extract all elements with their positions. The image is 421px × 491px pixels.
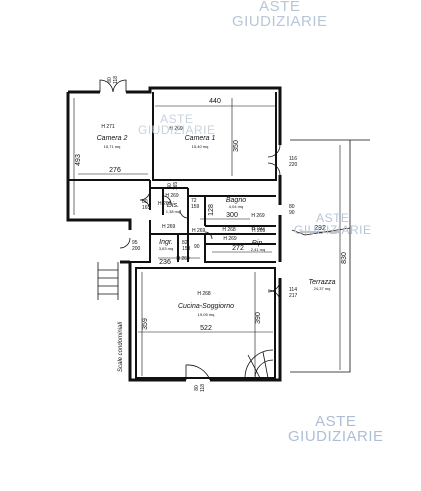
watermark-line1: ASTE xyxy=(259,0,301,15)
cucina-area: 19,05 mq xyxy=(198,312,215,317)
camera2-name: Camera 2 xyxy=(97,135,128,142)
dim-90: 90 xyxy=(194,244,200,250)
h269b-label: H 269 xyxy=(162,224,176,230)
dim-90-right: 90 xyxy=(289,210,295,216)
ingr-height: H 269 xyxy=(176,256,190,262)
dim-522: 522 xyxy=(200,325,212,332)
outer-wall xyxy=(66,86,282,382)
camera2-height: H 271 xyxy=(101,124,115,130)
dim-95: 95 xyxy=(132,240,138,246)
dim-200: 200 xyxy=(132,246,141,252)
dimension-lines xyxy=(73,98,341,376)
dim-300: 300 xyxy=(226,212,238,219)
dim-276: 276 xyxy=(109,167,121,174)
terrazza-area: 24,37 mq xyxy=(314,286,331,291)
door-swings xyxy=(99,79,281,381)
dim-80-a: 80 xyxy=(142,199,148,205)
dim-118-top: 118 xyxy=(113,76,119,84)
dim-390: 390 xyxy=(255,312,262,324)
watermark-mid-line1: ASTE xyxy=(316,211,350,225)
bagno-name: Bagno xyxy=(226,197,246,204)
dis-name: Dis. xyxy=(167,202,179,209)
dim-493: 493 xyxy=(75,154,82,166)
dim-118-bottom: 118 xyxy=(200,384,206,392)
h192-label: H 192 xyxy=(251,226,265,232)
watermark-room: ASTE GIUDIZIARIE xyxy=(138,112,216,137)
dis-area: 1,38 mq xyxy=(166,209,180,214)
stair-treads xyxy=(97,262,274,379)
dim-80-bottom: 80 xyxy=(194,385,200,391)
dim-114: 114 xyxy=(289,287,297,293)
dis-height: H 269 xyxy=(165,193,179,199)
dim-217: 217 xyxy=(289,293,298,299)
bagno-area: 4,04 mq xyxy=(229,204,243,209)
h268-label: H 268 xyxy=(222,227,236,233)
watermark-mid-line2: GIUDIZIARIE xyxy=(294,223,372,237)
dim-830: 830 xyxy=(341,252,348,264)
rip-name: Rip. xyxy=(252,240,265,247)
cucina-height: H 268 xyxy=(197,291,211,297)
watermark-middle: ASTE GIUDIZIARIE xyxy=(294,212,372,236)
dim-80-top: 80 xyxy=(107,77,113,83)
watermark-room-line1: ASTE xyxy=(160,112,194,126)
watermark-bot-line1: ASTE xyxy=(315,413,357,430)
h269c-label: H 269 xyxy=(252,228,266,234)
camera1-area: 15,40 mq xyxy=(192,144,209,149)
watermark-bottom: ASTE GIUDIZIARIE xyxy=(288,413,384,445)
dim-116: 116 xyxy=(289,156,297,162)
watermark-top: ASTE GIUDIZIARIE xyxy=(232,0,328,29)
cucina-name: Cucina-Soggiorno xyxy=(178,303,234,310)
dim-72: 72 xyxy=(191,198,197,204)
watermark-bot-line2: GIUDIZIARIE xyxy=(288,428,384,445)
terrace-outline xyxy=(290,139,370,373)
terrazza-name: Terrazza xyxy=(309,279,336,286)
ingr-name: Ingr. xyxy=(159,239,173,246)
dim-159: 159 xyxy=(191,204,200,210)
h269a-label: H 269 xyxy=(158,201,172,207)
dim-440: 440 xyxy=(209,98,221,105)
dim-80-right: 80 xyxy=(289,204,295,210)
dim-220: 220 xyxy=(289,162,298,168)
camera2-area: 15,71 mq xyxy=(104,144,121,149)
camera1-height: H 269 xyxy=(169,126,183,132)
dim-272: 272 xyxy=(232,245,244,252)
dim-158: 158 xyxy=(182,246,191,252)
rip-height: H 269 xyxy=(223,236,237,242)
watermark-line2: GIUDIZIARIE xyxy=(232,13,328,30)
bagno-height: H 269 xyxy=(251,213,265,219)
dim-128: 128 xyxy=(208,204,215,216)
dim-165: 165 xyxy=(142,205,151,211)
watermark-room-line2: GIUDIZIARIE xyxy=(138,123,216,137)
dim-359: 359 xyxy=(142,318,149,330)
camera1-name: Camera 1 xyxy=(185,135,216,142)
rip-area: 2,41 mq xyxy=(251,247,265,252)
dim-292: 292 xyxy=(314,225,326,232)
stairs-label: Scale condominiali xyxy=(118,321,124,372)
dim-80-c: 80 xyxy=(167,183,173,189)
ingr-area: 3,63 mq xyxy=(159,246,173,251)
dim-236: 236 xyxy=(159,259,171,266)
dim-350: 350 xyxy=(233,140,240,152)
h269d-label: H 269 xyxy=(192,228,206,234)
inner-walls xyxy=(68,92,277,379)
dim-165-b: 165 xyxy=(173,182,179,191)
dim-82: 82 xyxy=(182,240,188,246)
